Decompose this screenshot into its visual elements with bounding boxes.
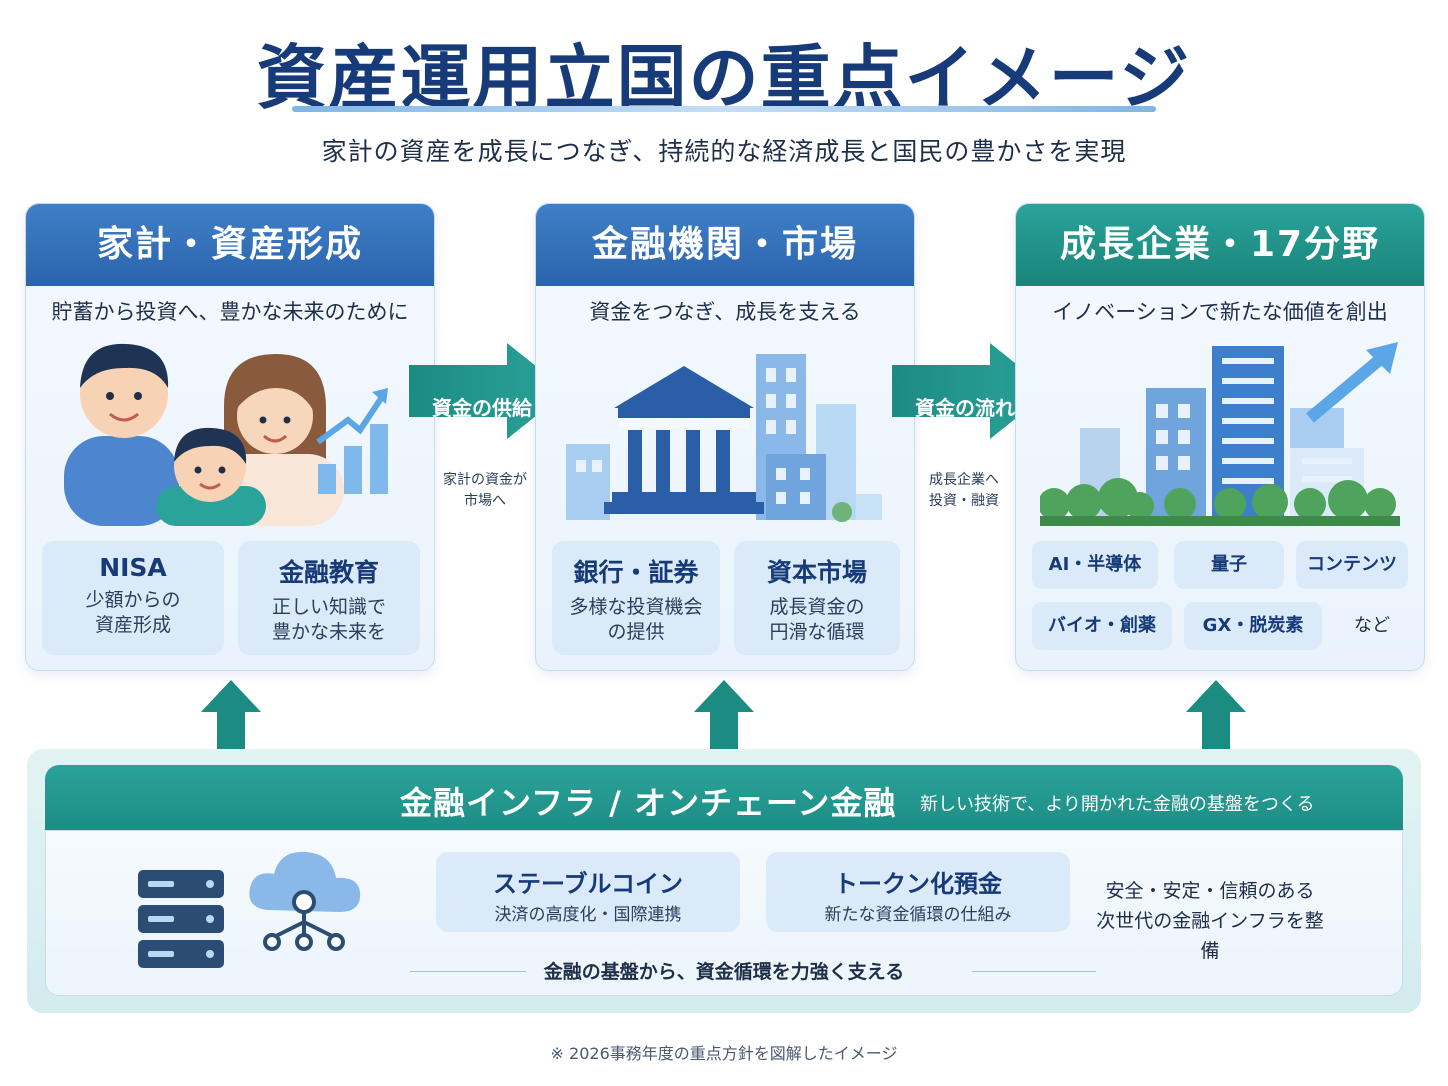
- card-nisa-sub: 少額からの 資産形成: [85, 589, 181, 636]
- infra-header: [45, 765, 1403, 835]
- card-financial-education-title: 金融教育: [278, 558, 379, 587]
- infra-tagline: 金融の基盤から、資金循環を力強く支える: [543, 961, 905, 983]
- card-nisa-title: NISA: [99, 553, 167, 582]
- tag-bio-drug: バイオ・創薬: [1032, 602, 1172, 650]
- father-body: [64, 436, 179, 526]
- footnote: ※ 2026事務年度の重点方針を図解したイメージ: [550, 1044, 898, 1063]
- family-illustration: [64, 343, 344, 526]
- card-financial-education-sub: 正しい知識で 豊かな未来を: [271, 596, 386, 643]
- flow-label-supply: 資金の供給: [432, 396, 532, 420]
- flow-note-supply: 家計の資金が 市場へ: [443, 472, 527, 509]
- card-banks-securities-title: 銀行・証券: [573, 558, 699, 587]
- card-stablecoin: ステーブルコイン 決済の高度化・国際連携: [436, 852, 740, 932]
- card-banks-securities: 銀行・証券 多様な投資機会 の提供: [552, 541, 720, 655]
- card-capital-market-sub: 成長資金の 円滑な循環: [769, 596, 865, 643]
- card-stablecoin-title: ステーブルコイン: [492, 870, 684, 898]
- flow-arrow-supply-icon: [409, 343, 567, 439]
- cloud-network-icon: [249, 851, 361, 951]
- panel-household-title: 家計・資産形成: [26, 204, 434, 286]
- tag-content: コンテンツ: [1296, 541, 1408, 589]
- flow-arrow-funds-icon: [892, 343, 1050, 439]
- flow-note-funds: 成長企業へ 投資・融資: [929, 472, 999, 509]
- panel-growth-desc: イノベーションで新たな価値を創出: [1052, 300, 1388, 324]
- panel-finance: 金融機関・市場 資金をつなぎ、成長を支える 銀行・証券 多様な投資機: [535, 203, 915, 671]
- tag-etc: など: [1354, 615, 1390, 636]
- panel-growth-title: 成長企業・17分野: [1016, 204, 1424, 286]
- up-arrow-growth-icon: [1186, 680, 1246, 750]
- panel-household-desc: 貯蓄から投資へ、豊かな未来のために: [51, 300, 409, 324]
- card-tokenized-deposit-sub: 新たな資金循環の仕組み: [824, 905, 1012, 925]
- growth-bar-chart-icon: [316, 388, 388, 494]
- tagline-left-line: [410, 971, 526, 972]
- panel-growth: 成長企業・17分野 イノベーションで新たな価値を創出 AI・半導体 量: [1015, 203, 1425, 671]
- panel-household: 家計・資産形成 貯蓄から投資へ、豊かな未来のために NISA 少額からの 資: [25, 203, 435, 671]
- panel-finance-desc: 資金をつなぎ、成長を支える: [589, 300, 861, 324]
- tag-quantum: 量子: [1174, 541, 1284, 589]
- father-face: [80, 350, 168, 438]
- panel-finance-title: 金融機関・市場: [536, 204, 914, 286]
- father-hair: [80, 343, 169, 388]
- card-tokenized-deposit-title: トークン化預金: [834, 870, 1002, 898]
- child-body: [156, 486, 266, 526]
- tagline-right-line: [972, 971, 1096, 972]
- mother-face: [237, 378, 313, 454]
- infra-right-text: 安全・安定・信頼のある 次世代の金融インフラを整備: [1096, 880, 1324, 962]
- card-capital-market-title: 資本市場: [766, 558, 867, 587]
- tag-ai-semiconductor: AI・半導体: [1032, 541, 1158, 589]
- flow-label-funds: 資金の流れ: [915, 396, 1015, 420]
- page-subtitle: 家計の資産を成長につなぎ、持続的な経済成長と国民の豊かさを実現: [321, 137, 1127, 166]
- card-capital-market: 資本市場 成長資金の 円滑な循環: [734, 541, 900, 655]
- city-growth-illustration: [1040, 342, 1400, 526]
- server-icon: [138, 870, 224, 968]
- card-financial-education: 金融教育 正しい知識で 豊かな未来を: [238, 541, 420, 655]
- card-tokenized-deposit: トークン化預金 新たな資金循環の仕組み: [766, 852, 1070, 932]
- up-arrow-household-icon: [201, 680, 261, 750]
- tag-gx-decarbonization: GX・脱炭素: [1184, 602, 1322, 650]
- card-banks-securities-sub: 多様な投資機会 の提供: [569, 596, 703, 643]
- card-nisa: NISA 少額からの 資産形成: [42, 541, 224, 655]
- title-underline: [292, 106, 1156, 112]
- up-arrow-finance-icon: [694, 680, 754, 750]
- card-stablecoin-sub: 決済の高度化・国際連携: [494, 905, 682, 925]
- infra-desc: 新しい技術で、より開かれた金融の基盤をつくる: [920, 794, 1315, 815]
- bank-building-illustration: [566, 354, 882, 522]
- infra-title: 金融インフラ / オンチェーン金融: [400, 784, 897, 822]
- page-title: 資産運用立国の重点イメージ: [256, 37, 1192, 119]
